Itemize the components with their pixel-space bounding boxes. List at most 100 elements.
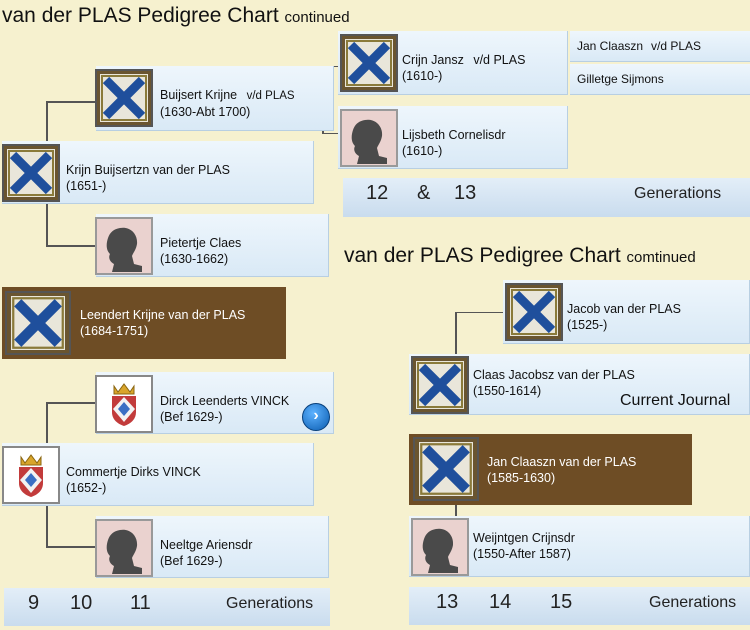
person-name: Buijsert Krijne [160,88,238,102]
person-name: Neeltge Ariensdr [160,538,253,552]
person-card-dirck[interactable]: Dirck Leenderts VINCK (Bef 1629-) [95,372,334,434]
section-title: van der PLAS Pedigree Chart comtinued [344,244,696,268]
person-text: Weijntgen Crijnsdr (1550-After 1587) [473,530,575,562]
page-title-suffix: continued [284,9,350,26]
blue-saltire-shield-icon [100,74,148,122]
photo-frame [2,446,60,504]
generations-label: Generations [226,595,314,612]
person-name: Leendert Krijne van der PLAS [80,308,246,322]
connector-line [46,402,96,404]
person-card-crijn[interactable]: Crijn Jansz v/d PLAS (1610-) [338,31,568,95]
chevron-right-icon: › [313,407,319,424]
section-title-text: van der PLAS Pedigree Chart [344,244,621,267]
person-text: Jacob van der PLAS (1525-) [567,301,681,333]
photo-frame [411,356,469,414]
connector-line [46,101,96,103]
person-name: Gilletge Sijmons [577,72,664,86]
person-text: Buijsert Krijne v/d PLAS (1630-Abt 1700) [160,87,295,120]
photo-frame [2,144,60,202]
person-dates: (1550-1614) [473,384,542,398]
person-dates: (1630-Abt 1700) [160,105,251,119]
person-name: Weijntgen Crijnsdr [473,531,575,545]
person-card-neeltge[interactable]: Neeltge Ariensdr (Bef 1629-) [95,516,329,578]
photo-frame [340,34,398,92]
blue-saltire-shield-icon [11,296,65,350]
person-name: Dirck Leenderts VINCK [160,394,290,408]
person-dates: (1630-1662) [160,252,229,266]
person-dates: (1610-) [402,69,443,83]
connector-line [455,312,457,357]
person-card-weijntgen[interactable]: Weijntgen Crijnsdr (1550-After 1587) [409,516,750,577]
female-silhouette-icon [414,521,466,573]
blue-saltire-shield-icon [7,149,55,197]
connector-line [455,505,457,520]
generation-number: 14 [489,591,512,613]
generations-link-9-10-11[interactable]: 9 10 11 Generations [4,588,330,626]
person-text: Claas Jacobsz van der PLAS (1550-1614) [473,367,635,399]
photo-frame [411,518,469,576]
current-journal-link[interactable]: Current Journal [620,392,731,409]
connector-line [322,133,338,134]
photo-frame [95,217,153,275]
person-card-pietertje[interactable]: Pietertje Claes (1630-1662) [95,214,329,277]
person-card-krijn[interactable]: Krijn Buijsertzn van der PLAS (1651-) [2,141,314,204]
person-text: Commertje Dirks VINCK (1652-) [66,464,201,496]
person-name: Pietertje Claes [160,236,242,250]
person-card-commertje[interactable]: Commertje Dirks VINCK (1652-) [2,443,314,506]
connector-line [46,200,48,246]
person-name: Crijn Jansz [402,53,464,67]
next-page-button[interactable]: › [302,403,330,431]
blue-saltire-shield-icon [510,288,558,336]
blue-saltire-shield-icon [416,361,464,409]
connector-line [46,402,48,444]
photo-frame [95,69,153,127]
person-dates: (1525-) [567,318,608,332]
person-name-suffix: v/d PLAS [473,53,526,67]
person-card-jacob[interactable]: Jacob van der PLAS (1525-) [503,280,750,344]
person-name: Jan Claaszn [577,39,644,53]
person-name: Claas Jacobsz van der PLAS [473,368,635,382]
person-name: Commertje Dirks VINCK [66,465,201,479]
person-card-claas[interactable]: Claas Jacobsz van der PLAS (1550-1614) C… [409,354,750,415]
person-card-gilletge[interactable]: Gilletge Sijmons [570,64,750,95]
generation-number: 12 [366,182,389,204]
photo-frame [413,437,479,501]
person-name: Jan Claaszn van der PLAS [487,455,637,469]
photo-frame [95,519,153,577]
person-text: Crijn Jansz v/d PLAS (1610-) [402,52,525,84]
person-text: Leendert Krijne van der PLAS (1684-1751) [80,307,245,339]
person-name: Jacob van der PLAS [567,302,681,316]
person-card-lijsbeth[interactable]: Lijsbeth Cornelisdr (1610-) [338,106,568,169]
generation-ampersand: & [417,182,431,204]
person-text: Pietertje Claes (1630-1662) [160,235,241,267]
photo-frame [340,109,398,167]
person-text: Jan Claaszn van der PLAS (1585-1630) [487,454,636,486]
person-card-jan-claaszn[interactable]: Jan Claaszn van der PLAS (1585-1630) [409,434,692,505]
generation-number: 13 [436,591,459,613]
person-text: Krijn Buijsertzn van der PLAS (1651-) [66,162,230,194]
page-title-text: van der PLAS Pedigree Chart [2,4,279,27]
section-title-suffix: comtinued [626,249,696,266]
blue-saltire-shield-icon [345,39,393,87]
photo-frame [505,283,563,341]
generations-label: Generations [634,185,722,202]
connector-line [46,502,48,547]
person-name: Lijsbeth Cornelisdr [402,128,506,142]
female-silhouette-icon [98,220,150,272]
person-dates: (1684-1751) [80,324,149,338]
generations-link-13-14-15[interactable]: 13 14 15 Generations [409,587,750,625]
person-dates: (1651-) [66,179,107,193]
person-dates: (1610-) [402,144,443,158]
person-dates: (1652-) [66,481,107,495]
female-silhouette-icon [343,112,395,164]
person-card-jan-claaszn-small[interactable]: Jan Claaszn v/d PLAS [570,31,750,62]
person-card-buijsert[interactable]: Buijsert Krijne v/d PLAS (1630-Abt 1700) [95,66,334,131]
person-card-leendert[interactable]: Leendert Krijne van der PLAS (1684-1751) [2,287,286,359]
generations-link-12-13[interactable]: 12 & 13 Generations [343,178,750,217]
person-dates: (1585-1630) [487,471,556,485]
generations-label: Generations [649,594,737,611]
generation-number: 13 [454,182,477,204]
connector-line [46,546,96,548]
person-text: Neeltge Ariensdr (Bef 1629-) [160,537,252,569]
connector-line [46,101,48,143]
